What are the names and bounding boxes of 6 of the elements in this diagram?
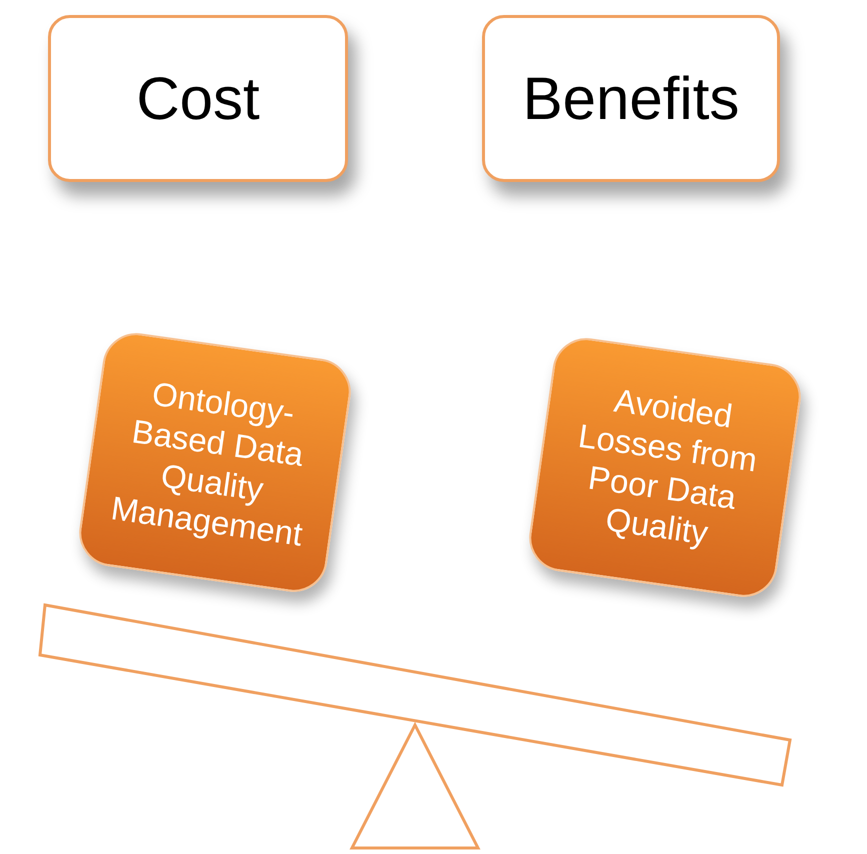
heading-card [482, 15, 780, 182]
heading-text: Cost [136, 64, 260, 133]
heading-text: Benefits [522, 64, 740, 133]
card-text: Ontology-Based Data Quality Management [108, 374, 307, 554]
card-text: Avoided Losses from Poor Data Quality [575, 380, 760, 554]
heading-card [48, 15, 348, 182]
